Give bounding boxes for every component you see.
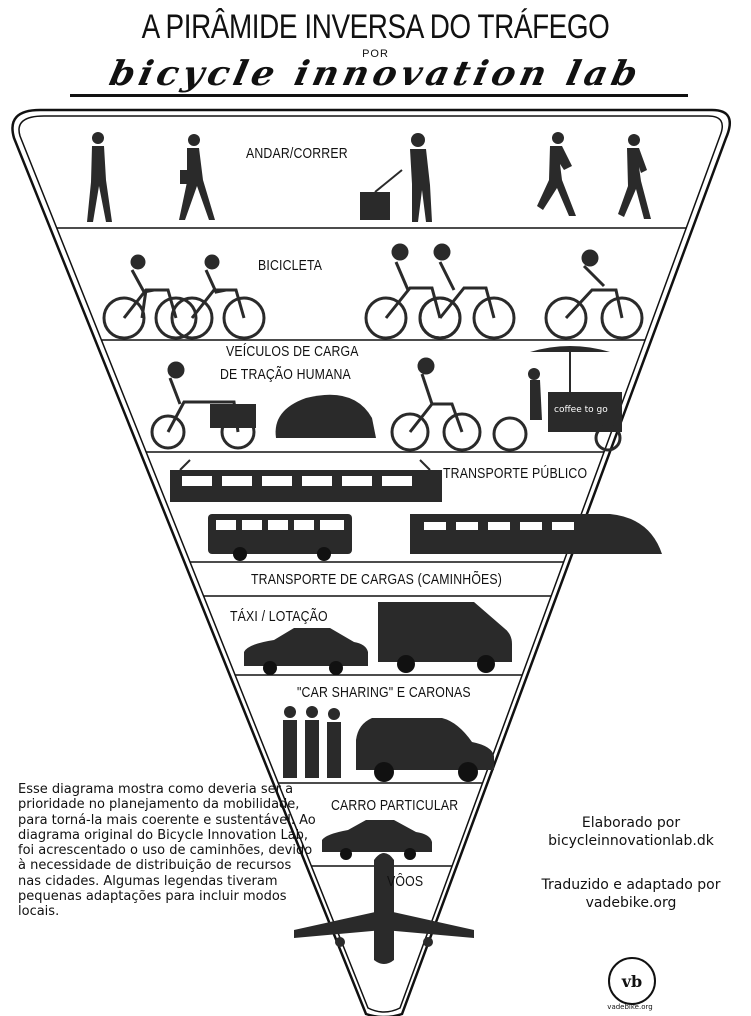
explanatory-note: Esse diagrama mostra como deveria ser a … (18, 782, 316, 920)
bicycle-icon (390, 357, 482, 452)
cyclists-illustration (102, 243, 644, 340)
bicycle-icon (102, 254, 198, 340)
road-bike-icon (544, 249, 644, 340)
people-group-icon (283, 706, 341, 778)
high-speed-train-icon (410, 514, 662, 554)
vadebike-logo-caption: vadebike.org (607, 1003, 653, 1011)
runner-icon (618, 134, 651, 219)
pyramid-outer-border (11, 108, 731, 1016)
vadebike-logo: vb (608, 957, 656, 1005)
van-icon (378, 602, 512, 662)
runner-icon (537, 132, 576, 216)
band-label-cargo-line2: DE TRAÇÃO HUMANA (220, 366, 351, 383)
bicycle-icon (170, 254, 266, 340)
pedestrians-illustration (87, 132, 651, 222)
band-label-public-transport: TRANSPORTE PÚBLICO (443, 465, 588, 482)
cargo-bikes-illustration: coffee to go (150, 346, 622, 452)
walker-icon (179, 134, 215, 220)
band-label-freight: TRANSPORTE DE CARGAS (CAMINHÕES) (251, 571, 503, 588)
taxi-car-icon (244, 628, 368, 666)
band-label-private-car: CARRO PARTICULAR (331, 797, 459, 814)
band-label-bicycle: BICICLETA (258, 257, 323, 274)
public-transport-illustration (170, 459, 662, 561)
sedan-car-icon (322, 820, 432, 852)
credit-translated-site: vadebike.org (585, 895, 677, 911)
credit-translated-by: Traduzido e adaptado por vadebike.org (520, 876, 742, 912)
carsharing-illustration (283, 706, 494, 782)
band-label-walking: ANDAR/CORRER (246, 145, 348, 162)
credit-made-by-site: bicycleinnovationlab.dk (548, 833, 714, 849)
bicycle-icon (418, 243, 516, 340)
cargo-box-icon (210, 404, 256, 428)
credit-made-by: Elaborado por bicycleinnovationlab.dk (520, 814, 742, 850)
band-label-flights: VÔOS (387, 873, 424, 890)
walker-icon (87, 132, 112, 222)
bus-icon (208, 514, 352, 561)
pyramid-inner-border (18, 115, 723, 1013)
credit-translated-label: Traduzido e adaptado por (541, 877, 721, 893)
taxi-illustration (244, 602, 512, 675)
traveler-with-luggage-icon (360, 133, 432, 222)
tram-icon (170, 459, 442, 502)
coffee-sign: coffee to go (554, 405, 608, 415)
airplane-icon (294, 853, 474, 964)
credit-made-by-label: Elaborado por (581, 815, 681, 831)
band-label-cargo-line1: VEÍCULOS DE CARGA (226, 343, 359, 360)
private-car-illustration (322, 820, 432, 860)
page-title: A PIRÂMIDE INVERSA DO TRÁFEGO (141, 8, 610, 46)
coffee-cart-icon: coffee to go (492, 346, 622, 452)
band-label-carsharing: "CAR SHARING" E CARONAS (297, 684, 471, 701)
band-label-taxi: TÁXI / LOTAÇÃO (230, 608, 328, 625)
by-label: POR (362, 48, 389, 60)
hatchback-car-icon (356, 718, 494, 770)
brand-underline (70, 94, 688, 97)
velomobile-icon (275, 394, 376, 438)
